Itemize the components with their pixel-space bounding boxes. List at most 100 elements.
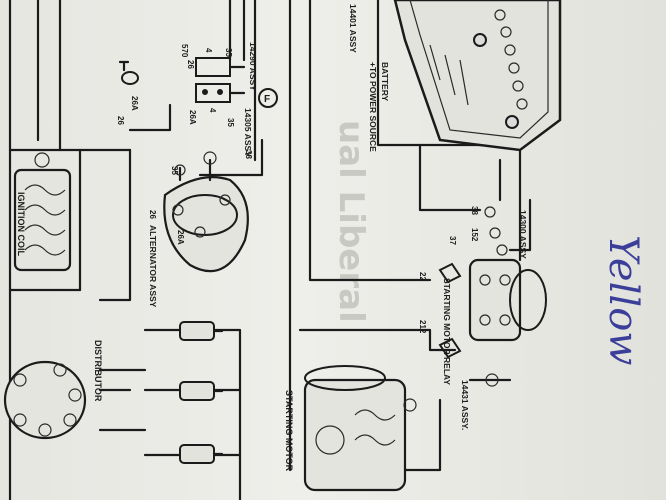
distributor-tower-icon	[13, 413, 27, 427]
starter-winding	[354, 409, 396, 446]
battery-case	[393, 0, 562, 152]
relay-terminal-icon	[499, 274, 511, 286]
coil-winding	[24, 184, 66, 256]
wire-number: 35	[170, 166, 179, 175]
fuse-label: F	[264, 94, 270, 105]
wire-number: 38	[470, 206, 479, 215]
wire-number: 35	[226, 118, 235, 127]
battery-cap-icon	[504, 44, 516, 56]
alternator-leads	[178, 158, 212, 182]
starter-terminal-icon	[403, 398, 417, 412]
connector-block-14290	[195, 57, 246, 103]
relay-terminal-icon	[479, 314, 491, 326]
spark-plug-icon	[179, 444, 215, 464]
wire-number: 35	[224, 48, 233, 57]
ring-terminals	[484, 206, 508, 387]
ignition-coil-label: IGNITION COIL	[16, 192, 26, 257]
ring-terminal-icon	[489, 227, 501, 239]
relay-label: STARTING MOTOR RELAY	[442, 278, 452, 385]
terminal-icon	[172, 204, 184, 216]
relay-terminal-icon	[499, 314, 511, 326]
connector-block	[195, 57, 231, 77]
labels: BATTERY +TO POWER SOURCE 14401 ASSY 1429…	[16, 4, 528, 472]
ground-icon-lines	[118, 60, 130, 72]
starter-body	[303, 378, 407, 492]
assy-14300-label: 14300 ASSY	[518, 210, 528, 259]
spark-plugs	[179, 321, 224, 464]
wiring	[8, 0, 532, 500]
battery-cap-icon	[508, 62, 520, 74]
connector-block	[195, 83, 231, 103]
ground-icon	[121, 71, 139, 85]
battery-cap-icon	[494, 9, 506, 21]
distributor-tower-icon	[13, 373, 27, 387]
wire-number: 26A	[130, 96, 139, 111]
wire-38-top	[198, 138, 264, 177]
battery-cap-icon	[516, 98, 528, 110]
wire-number: 26A	[188, 110, 197, 125]
wire-22	[308, 0, 432, 282]
battery-terminal-icon	[473, 33, 487, 47]
terminal-icon	[194, 226, 206, 238]
connector-leads	[228, 65, 246, 95]
handwritten-note: Yellow	[600, 235, 646, 366]
wire-38	[418, 143, 482, 212]
wire-number: 38	[244, 150, 253, 159]
distributor-label: DISTRIBUTOR	[93, 340, 103, 402]
relay-bracket	[509, 269, 547, 331]
ring-terminal-icon	[484, 206, 496, 218]
connector-pin-icon	[202, 89, 208, 95]
wire-numbers: 4 35 26 570 4 35 26A 26A 26 38 35 26 26A…	[116, 44, 479, 334]
distributor-tower-icon	[38, 423, 52, 437]
battery-terminal-icon	[505, 115, 519, 129]
connector-pin-icon	[217, 89, 223, 95]
distributor-cap	[3, 360, 87, 440]
wire-26A	[128, 103, 172, 132]
relay-terminal-icon	[479, 274, 491, 286]
wire-number: 212	[418, 320, 427, 334]
coil-terminal-icon	[34, 152, 50, 168]
battery-cap-icon	[512, 80, 524, 92]
wire-starter-feed	[398, 398, 442, 472]
starter-end	[304, 365, 386, 391]
ring-terminal-icon	[485, 373, 499, 387]
battery-cells	[494, 9, 528, 110]
wire-number: 37	[448, 236, 457, 245]
wire-number: 4	[208, 108, 217, 113]
starter-armature-icon	[315, 425, 345, 455]
ring-terminal-icon	[496, 244, 508, 256]
wire-plug-rail	[143, 328, 242, 500]
ignition-coil	[13, 152, 72, 272]
wire-battery	[376, 0, 522, 262]
wire-number: 4	[204, 48, 213, 53]
assy-14305-label: 14305 ASSY	[243, 108, 253, 157]
wire-26-coil	[98, 148, 132, 302]
battery-plates	[429, 44, 469, 106]
fuse-icon	[258, 88, 278, 108]
battery	[393, 0, 562, 152]
alternator	[163, 151, 249, 273]
relay-body	[468, 258, 522, 342]
wire-14300-b	[508, 198, 532, 252]
starting-motor	[303, 365, 417, 492]
alternator-label: ALTERNATOR ASSY	[148, 225, 158, 308]
distributor-tower-icon	[53, 363, 67, 377]
assy-14290-label: 14290 ASSY	[248, 42, 258, 91]
starting-motor-relay	[438, 258, 547, 359]
terminal-icon	[174, 164, 186, 176]
starting-motor-label: STARTING MOTOR	[284, 390, 294, 472]
wire-number: 22	[418, 272, 427, 281]
wire-number: 26A	[176, 230, 185, 245]
relay-connector-icon	[438, 262, 462, 284]
ground-symbol	[118, 60, 139, 85]
power-source-label: +TO POWER SOURCE	[368, 62, 378, 152]
spark-plug-icon	[179, 321, 215, 341]
wire-number: 26	[148, 210, 157, 219]
terminal-icon	[219, 194, 231, 206]
battery-cap-icon	[500, 26, 512, 38]
wire-number: 570	[180, 44, 189, 58]
spark-plug-tips	[212, 329, 224, 456]
wire-number: 26	[116, 116, 125, 125]
